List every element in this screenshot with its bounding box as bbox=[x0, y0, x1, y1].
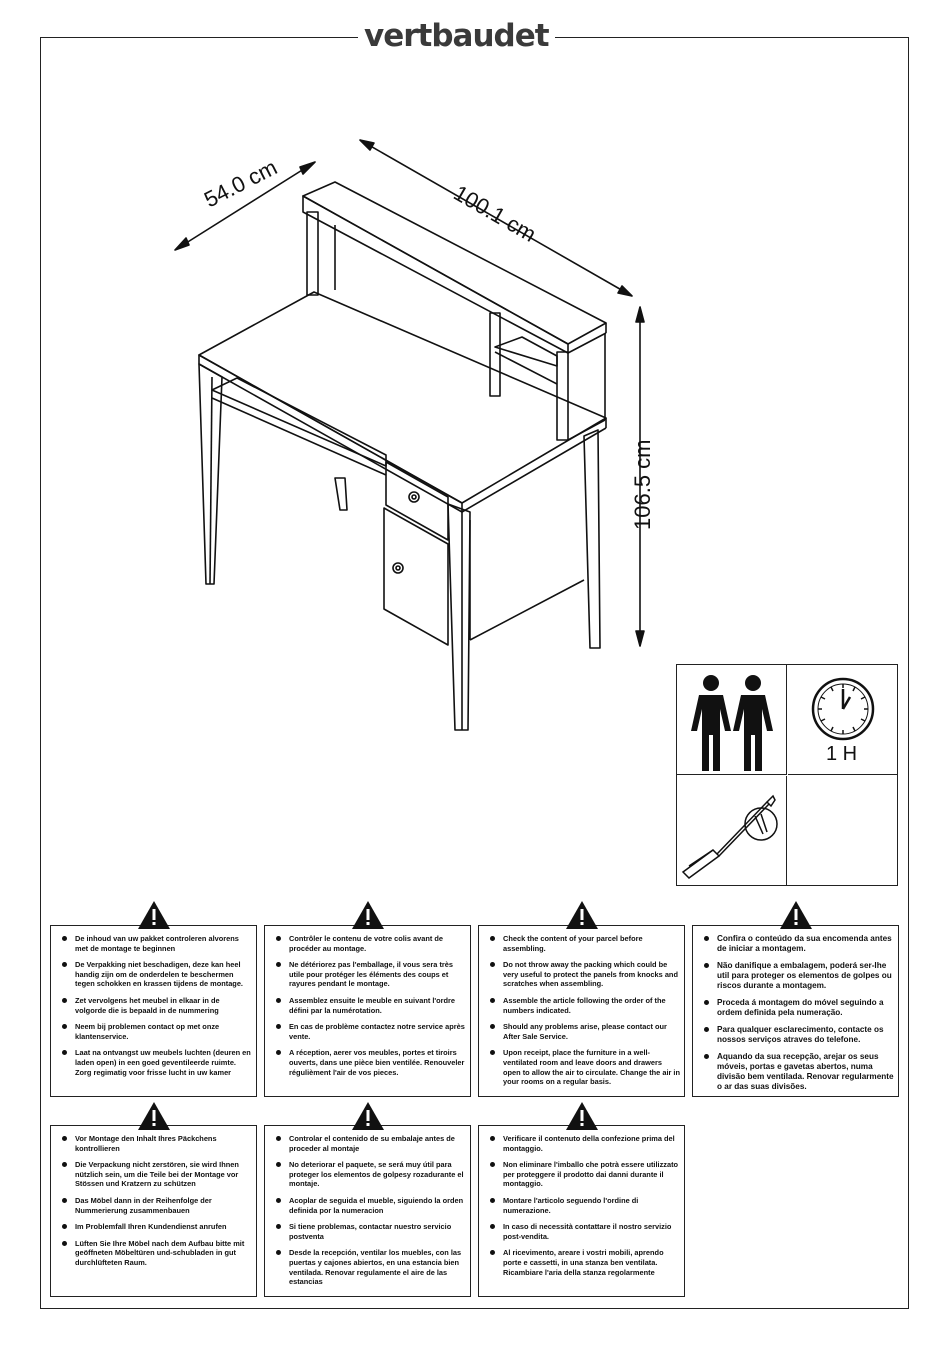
notice-box-es: Controlar el contenido de su embalaje an… bbox=[264, 1125, 471, 1297]
notice-item: A réception, aerer vos meubles, portes e… bbox=[275, 1048, 466, 1077]
notice-item: Should any problems arise, please contac… bbox=[489, 1022, 680, 1041]
notice-item: Assemblez ensuite le meuble en suivant l… bbox=[275, 996, 466, 1015]
notice-item: Confira o conteúdo da sua encomenda ante… bbox=[703, 934, 894, 954]
notice-item: De Verpakking niet beschadigen, deze kan… bbox=[61, 960, 252, 989]
notice-item: Assemble the article following the order… bbox=[489, 996, 680, 1015]
warning-triangle-icon bbox=[566, 1102, 598, 1130]
notice-item: Verificare il contenuto della confezione… bbox=[489, 1134, 680, 1153]
warning-triangle-icon bbox=[138, 901, 170, 929]
height-label: 106.5 cm bbox=[630, 439, 655, 531]
notice-item: Desde la recepción, ventilar los muebles… bbox=[275, 1248, 466, 1286]
notice-item: Upon receipt, place the furniture in a w… bbox=[489, 1048, 680, 1086]
notice-item: Vor Montage den Inhalt Ihres Päckchens k… bbox=[61, 1134, 252, 1153]
notice-item: Das Möbel dann in der Reihenfolge der Nu… bbox=[61, 1196, 252, 1215]
notice-item: Montare l'articolo seguendo l'ordine di … bbox=[489, 1196, 680, 1215]
notice-item: Lüften Sie Ihre Möbel nach dem Aufbau bi… bbox=[61, 1239, 252, 1268]
notice-item: Si tiene problemas, contactar nuestro se… bbox=[275, 1222, 466, 1241]
notice-item: Die Verpackung nicht zerstören, sie wird… bbox=[61, 1160, 252, 1189]
notice-item: Neem bij problemen contact op met onze k… bbox=[61, 1022, 252, 1041]
warning-triangle-icon bbox=[352, 901, 384, 929]
desk-drawing bbox=[174, 139, 645, 731]
assembly-info-grid: 1 H bbox=[676, 664, 898, 886]
empty-cell bbox=[788, 776, 898, 886]
notice-item: Não danifique a embalagem, poderá ser-lh… bbox=[703, 961, 894, 991]
brand-logo: vertbaudet bbox=[358, 16, 555, 56]
notice-item: En cas de problème contactez notre servi… bbox=[275, 1022, 466, 1041]
notice-box-pt: Confira o conteúdo da sua encomenda ante… bbox=[692, 925, 899, 1097]
notice-item: Non eliminare l'imballo che potrà essere… bbox=[489, 1160, 680, 1189]
notice-item: Im Problemfall Ihren Kundendienst anrufe… bbox=[61, 1222, 252, 1232]
notice-item: Check the content of your parcel before … bbox=[489, 934, 680, 953]
notice-box-nl: De inhoud van uw pakket controleren alvo… bbox=[50, 925, 257, 1097]
desk-top bbox=[198, 291, 607, 513]
notice-item: Proceda á montagem do móvel seguindo a o… bbox=[703, 998, 894, 1018]
notice-item: Controlar el contenido de su embalaje an… bbox=[275, 1134, 466, 1153]
notice-item: Laat na ontvangst uw meubels luchten (de… bbox=[61, 1048, 252, 1077]
notice-item: Ne détériorez pas l'emballage, il vous s… bbox=[275, 960, 466, 989]
notice-item: Al ricevimento, areare i vostri mobili, … bbox=[489, 1248, 680, 1277]
notice-box-it: Verificare il contenuto della confezione… bbox=[478, 1125, 685, 1297]
notice-item: De inhoud van uw pakket controleren alvo… bbox=[61, 934, 252, 953]
width-dimension-arrow bbox=[359, 139, 633, 297]
legs bbox=[198, 363, 601, 731]
assembly-time-label: 1 H bbox=[826, 743, 858, 765]
notice-box-fr: Contrôler le contenu de votre colis avan… bbox=[264, 925, 471, 1097]
assembly-time: 1 H bbox=[788, 665, 898, 775]
depth-dimension-arrow bbox=[174, 161, 316, 251]
notice-item: No deteriorar el paquete, se será muy út… bbox=[275, 1160, 466, 1189]
warning-triangle-icon bbox=[780, 901, 812, 929]
clock-icon bbox=[811, 677, 875, 741]
two-persons-icon bbox=[677, 665, 787, 775]
notice-item: Zet vervolgens het meubel in elkaar in d… bbox=[61, 996, 252, 1015]
notice-item: Do not throw away the packing which coul… bbox=[489, 960, 680, 989]
cabinet bbox=[383, 461, 585, 646]
screwdriver-icon bbox=[677, 776, 787, 886]
notice-item: In caso di necessità contattare il nostr… bbox=[489, 1222, 680, 1241]
height-dimension-arrow bbox=[635, 306, 645, 647]
warning-triangle-icon bbox=[138, 1102, 170, 1130]
notice-item: Aquando da sua recepção, arejar os seus … bbox=[703, 1052, 894, 1092]
warning-triangle-icon bbox=[352, 1102, 384, 1130]
keyboard-shelf bbox=[211, 377, 387, 476]
notice-box-de: Vor Montage den Inhalt Ihres Päckchens k… bbox=[50, 1125, 257, 1297]
warning-triangle-icon bbox=[566, 901, 598, 929]
notice-item: Para qualquer esclarecimento, contacte o… bbox=[703, 1025, 894, 1045]
notice-box-en: Check the content of your parcel before … bbox=[478, 925, 685, 1097]
notice-item: Contrôler le contenu de votre colis avan… bbox=[275, 934, 466, 953]
hutch bbox=[302, 181, 607, 441]
notice-item: Acoplar de seguida el mueble, siguiendo … bbox=[275, 1196, 466, 1215]
